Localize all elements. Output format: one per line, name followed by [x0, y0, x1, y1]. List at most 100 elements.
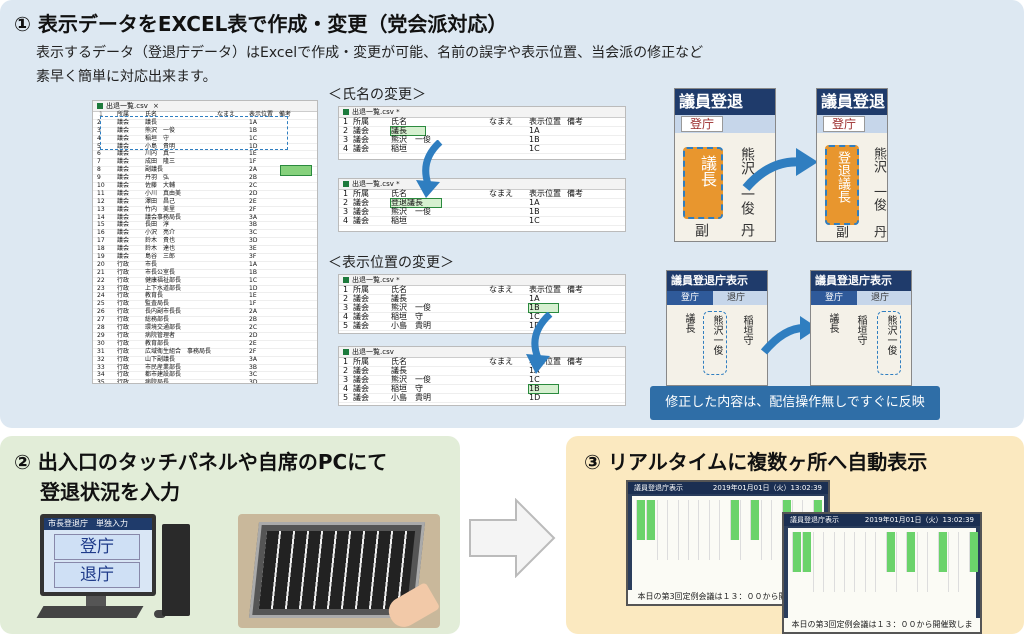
- display-footer: 本日の第3回定例会議は１３：００から開催致しま: [628, 590, 828, 604]
- pc-checkout-button[interactable]: 退庁: [54, 562, 140, 588]
- board-name-after: 議員登退 登庁 登退議長 熊沢 一俊 副 丹: [816, 88, 888, 242]
- cell-affiliation: 議会: [117, 158, 130, 166]
- name-cell: 熊沢: [739, 147, 755, 175]
- header-cell: 備考: [567, 285, 583, 294]
- sheet-tab[interactable]: 出退一覧.csv: [339, 347, 625, 358]
- cell-name: 山下副議長: [145, 355, 176, 363]
- cell-position: 2B: [249, 316, 257, 324]
- header-cell: 氏名: [145, 111, 158, 118]
- pc-monitor: 市長登退庁 単独入力 登庁 退庁: [40, 514, 156, 596]
- cell-name: 監査局長: [145, 300, 170, 308]
- cell-affiliation: 議会: [117, 197, 130, 205]
- spreadsheet-position-after[interactable]: 出退一覧.csv1所属氏名なまえ表示位置備考2議会議長1A3議会熊沢 一俊1C4…: [338, 346, 626, 406]
- sheet-tab[interactable]: 出退一覧.csv *: [339, 107, 625, 118]
- display-name-cell: [750, 500, 760, 540]
- display-name-cell: [792, 532, 801, 572]
- sheet-tab[interactable]: 出退一覧.csv×: [93, 101, 317, 112]
- cell-position: 3D: [249, 237, 258, 245]
- cell-name: 竹内 美里: [145, 205, 176, 213]
- cell-affiliation: 議会: [117, 253, 130, 261]
- pc-checkin-button[interactable]: 登庁: [54, 534, 140, 560]
- display-name-cell: [667, 500, 676, 560]
- keyboard: [36, 606, 144, 618]
- excel-icon: [343, 181, 349, 187]
- name-cell: 一俊: [871, 185, 886, 211]
- display-name-cell: [823, 532, 832, 592]
- display-name-cell: [906, 532, 916, 572]
- display-name-cell: [948, 532, 957, 592]
- monitor-stand: [86, 596, 106, 608]
- table-cell: 議会: [353, 303, 369, 312]
- row-number: 4: [97, 134, 101, 142]
- selected-cell-highlight: [280, 165, 312, 176]
- sheet-tab[interactable]: 出退一覧.csv *: [339, 275, 625, 286]
- arrow-right-name-board: [742, 148, 818, 191]
- close-icon[interactable]: ×: [153, 102, 159, 110]
- name-cell: 議長: [827, 313, 838, 333]
- mouse: [154, 610, 166, 618]
- header-cell: なまえ: [217, 111, 236, 118]
- cell-position: 3A: [249, 355, 257, 363]
- display-name-cell: [760, 500, 770, 560]
- display-name-cell: [937, 532, 947, 572]
- sheet-tab[interactable]: 出退一覧.csv *: [339, 179, 625, 190]
- notice-banner: 修正した内容は、配信操作無しですぐに反映: [650, 386, 940, 420]
- caption-position-change: ＜表示位置の変更＞: [328, 255, 454, 271]
- display-name-cell: [854, 532, 863, 592]
- cell-affiliation: 行政: [117, 324, 130, 332]
- cell-affiliation: 行政: [117, 316, 130, 324]
